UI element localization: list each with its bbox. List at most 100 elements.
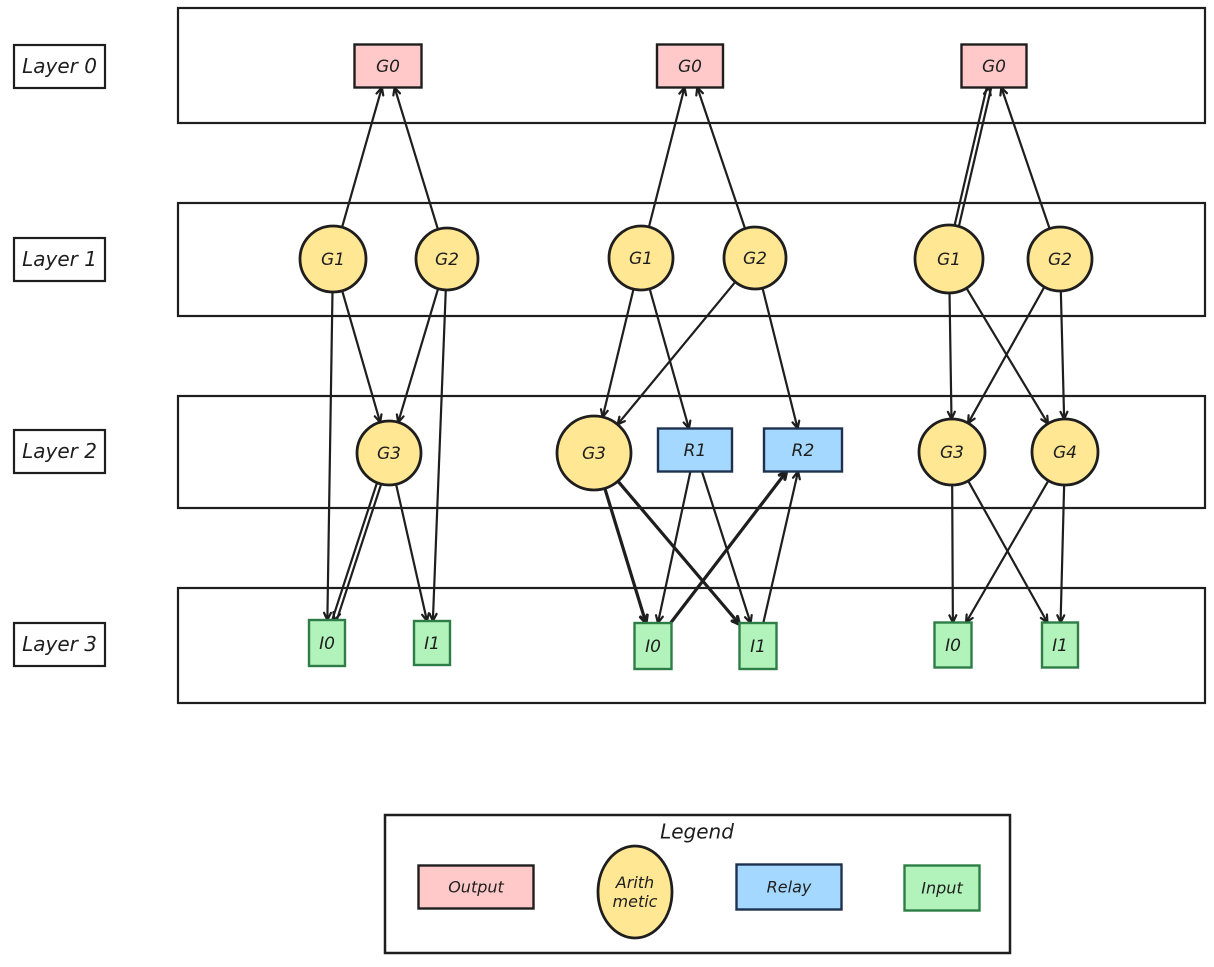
- arrowhead-A.G2-to-A.I1: [428, 612, 434, 623]
- node-A-I1-input: [412, 619, 452, 667]
- node-A-I0-input: [307, 618, 347, 668]
- legend-swatch-relay: [735, 863, 843, 911]
- node-B-G3-arith: [555, 414, 633, 492]
- layer-band-3: [176, 586, 1207, 705]
- edge-A.G3-to-A.I0: [331, 481, 379, 621]
- layer-tag-label-3: Layer 3: [22, 632, 97, 656]
- layer-tag-label-2: Layer 2: [22, 439, 97, 463]
- edge-B.I1-to-B.R2: [762, 470, 800, 625]
- layer-tag-box-2: [12, 428, 107, 475]
- node-B-R2-relay: [762, 427, 844, 473]
- node-label-A-G0: G0: [376, 57, 400, 77]
- node-label-B-R1: R1: [684, 441, 707, 461]
- edge-B.G2-to-B.G3: [616, 280, 737, 426]
- node-B-I1-input: [738, 621, 778, 671]
- edge-C.G3-to-C.I0: [951, 483, 954, 624]
- node-A-G0-output: [353, 43, 423, 89]
- layer-tag-box-1: [12, 236, 107, 283]
- arrowhead-C.G4-to-C.I1: [1056, 614, 1062, 624]
- node-C-G2-arith: [1026, 225, 1094, 293]
- layer-tag-box-3: [12, 621, 107, 668]
- node-A-G2-arith: [414, 226, 480, 292]
- node-label-A-G2: G2: [435, 250, 459, 270]
- edge-B.R1-to-B.I1: [700, 470, 752, 625]
- arrowhead-B.I1-to-B.R2: [796, 470, 801, 481]
- edge-A.G1-to-A.G0: [340, 86, 383, 229]
- node-C-I1-input: [1040, 621, 1080, 669]
- edge-A.G1-to-A.I0: [326, 290, 334, 622]
- edge-C.G2-to-C.G3: [967, 285, 1046, 425]
- legend-swatch-arith: [596, 844, 674, 940]
- layer-band-2: [176, 394, 1207, 510]
- edge-B.R1-to-B.I0: [656, 470, 692, 625]
- edge-C.G1-to-C.G4: [965, 287, 1050, 425]
- layer-tag-label-1: Layer 1: [22, 247, 97, 271]
- edge-C.G4-to-C.I1: [1059, 483, 1066, 624]
- node-label-A-G3: G3: [377, 444, 401, 464]
- legend-title: Legend: [660, 820, 734, 844]
- layer-band-1: [176, 201, 1207, 318]
- node-label-B-G1: G1: [629, 249, 653, 269]
- node-label-B-R2: R2: [792, 441, 815, 461]
- node-label-C-G3: G3: [940, 443, 964, 463]
- legend-label-arith-line-0: Arith: [615, 873, 654, 892]
- arrowhead-C.G4-to-C.I0: [964, 613, 968, 624]
- edge-A.G2-to-A.G3: [397, 287, 440, 424]
- edge-A.G2-to-A.I1: [431, 288, 447, 623]
- layer-tag-label-0: Layer 0: [22, 54, 97, 78]
- node-label-C-G4: G4: [1053, 443, 1077, 463]
- node-label-C-G2: G2: [1048, 250, 1072, 270]
- node-label-B-I1: I1: [750, 637, 766, 657]
- node-label-C-G1: G1: [937, 250, 961, 270]
- edge-B.G3-to-B.I1: [616, 479, 742, 626]
- edge-A.G3-to-A.I0: [335, 483, 383, 622]
- edge-B.G3-to-B.I0: [603, 486, 648, 625]
- legend-label-arith-line-1: metic: [613, 892, 658, 911]
- node-C-G0-output: [960, 43, 1028, 89]
- node-label-C-I0: I0: [945, 636, 961, 656]
- edge-A.G2-to-A.G0: [393, 86, 440, 231]
- node-label-C-G0: G0: [982, 57, 1006, 77]
- arrowhead-A.G1-to-A.G0: [380, 86, 385, 97]
- arrowhead-A.G1-to-A.I0: [322, 611, 329, 622]
- layer-tag-box-0: [12, 43, 107, 90]
- node-B-I0-input: [633, 621, 673, 671]
- node-C-G3-arith: [917, 417, 987, 487]
- edge-C.G2-to-C.G4: [1059, 289, 1066, 421]
- node-label-B-G0: G0: [678, 57, 702, 77]
- node-B-G0-output: [655, 43, 725, 89]
- edge-C.G1-to-C.G3: [948, 291, 953, 421]
- edge-A.G1-to-A.G3: [341, 289, 382, 424]
- arrowhead-B.G1-to-B.G0: [683, 86, 688, 97]
- arrowhead-B.G3-to-B.I1: [730, 619, 742, 626]
- legend-label-relay-line-0: Relay: [767, 878, 812, 897]
- node-label-B-G3: G3: [582, 444, 606, 464]
- node-B-G1-arith: [607, 224, 675, 292]
- edge-B.G1-to-B.G0: [647, 86, 686, 229]
- arrowhead-B.R1-to-B.I0: [654, 614, 660, 625]
- node-B-R1-relay: [656, 427, 734, 473]
- node-C-G4-arith: [1030, 417, 1100, 487]
- edge-B.G1-to-B.R1: [648, 287, 691, 430]
- edge-C.G1-to-C.G0: [953, 85, 988, 227]
- node-label-C-I1: I1: [1052, 636, 1068, 656]
- edge-B.G2-to-B.G0: [696, 86, 747, 230]
- node-C-G1-arith: [913, 223, 985, 295]
- edge-A.G3-to-A.I1: [394, 483, 429, 623]
- legend-label-input-line-0: Input: [921, 879, 963, 898]
- arrowhead-B.I0-to-B.R2: [783, 469, 789, 481]
- node-label-A-G1: G1: [321, 250, 345, 270]
- legend-swatch-input: [903, 864, 981, 912]
- layer-band-0: [176, 6, 1207, 125]
- node-label-A-I1: I1: [424, 634, 440, 654]
- edge-B.I0-to-B.R2: [669, 469, 789, 625]
- edge-B.G2-to-B.R2: [761, 286, 799, 430]
- edge-C.G1-to-C.G0: [957, 86, 993, 228]
- node-B-G2-arith: [722, 225, 788, 291]
- arrowhead-C.G1-to-C.G0: [987, 86, 992, 97]
- legend-label-output-line-0: Output: [448, 878, 504, 897]
- node-A-G3-arith: [355, 419, 423, 487]
- arrowhead-A.G3-to-A.I0: [332, 610, 336, 622]
